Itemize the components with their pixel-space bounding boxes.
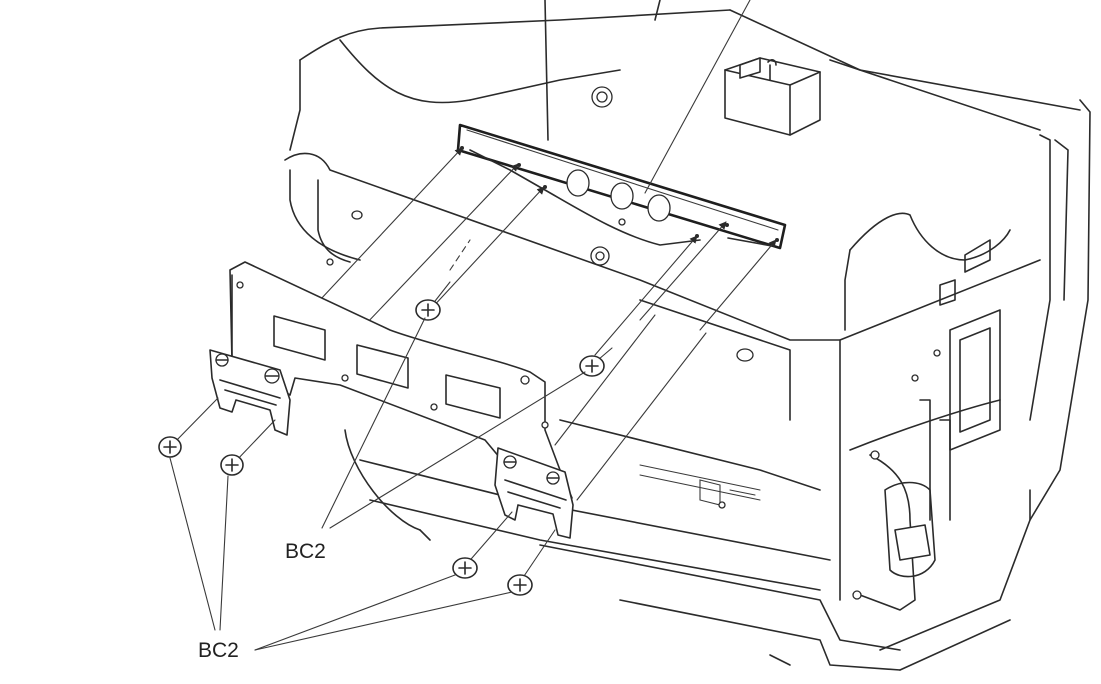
screw-lower-right-2 [507,529,556,596]
cabinet-housing [284,0,1091,671]
screw-lower-left-2 [220,419,276,476]
screw-lower-right-1 [452,511,513,579]
rear-mounting-plate [456,123,787,250]
assembly-guide-lines [319,0,777,501]
screw-lower-left-1 [158,397,219,458]
screws [158,281,613,596]
screw-upper-1 [415,281,451,321]
front-hinge-bracket [209,261,574,539]
callout-label-lower: BC2 [198,639,239,662]
screw-upper-2 [579,347,613,377]
callout-leaders [169,317,586,651]
callout-label-upper: BC2 [285,540,326,563]
